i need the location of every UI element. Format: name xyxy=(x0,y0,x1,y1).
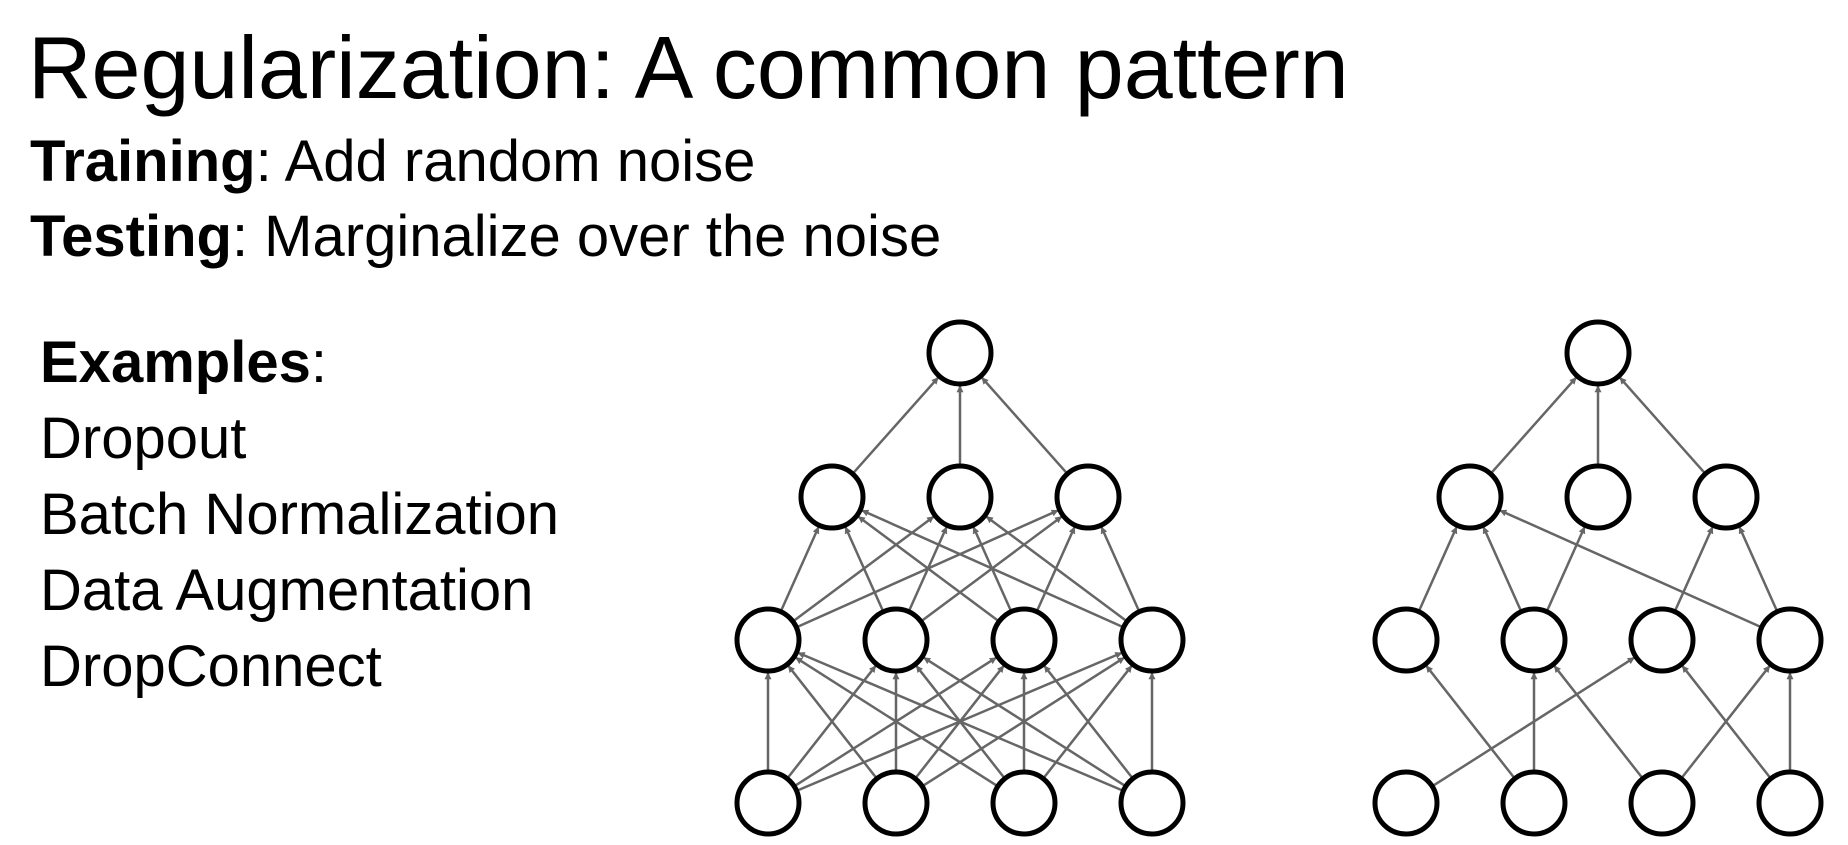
testing-separator: : xyxy=(231,204,249,269)
connection-arrow xyxy=(1673,526,1714,613)
connection-arrow xyxy=(985,515,1128,623)
neuron-node xyxy=(1118,606,1186,674)
connection-arrow xyxy=(923,656,1127,788)
examples-heading-label: Examples xyxy=(40,330,311,395)
connection-arrow xyxy=(844,526,885,613)
neuron-node xyxy=(734,769,802,837)
connection-arrow xyxy=(787,665,878,780)
training-separator: : xyxy=(255,129,272,194)
neuron-node xyxy=(1500,606,1568,674)
neuron-node xyxy=(862,769,930,837)
neuron-node xyxy=(1756,606,1824,674)
neuron-node xyxy=(1756,769,1824,837)
nodes xyxy=(734,319,1186,837)
neuron-node xyxy=(1500,769,1568,837)
connection-arrow xyxy=(1738,526,1779,613)
connection-arrow xyxy=(1489,376,1578,475)
example-item-batch-normalization: Batch Normalization xyxy=(40,482,559,547)
neuron-node xyxy=(734,606,802,674)
neuron-node xyxy=(990,769,1058,837)
neuron-node xyxy=(1118,769,1186,837)
testing-line: Testing: Marginalize over the noise xyxy=(30,205,941,269)
neuron-node xyxy=(1628,769,1696,837)
neuron-node xyxy=(1692,463,1760,531)
examples-list: Examples: Dropout Batch Normalization Da… xyxy=(40,325,559,705)
neuron-node xyxy=(990,606,1058,674)
neuron-node xyxy=(1054,463,1122,531)
neuron-node xyxy=(1372,769,1440,837)
connection-arrow xyxy=(1043,665,1134,780)
neuron-node xyxy=(926,463,994,531)
testing-label: Testing xyxy=(30,204,232,269)
dropconnect-network xyxy=(1372,319,1824,837)
connection-arrow xyxy=(1553,665,1644,780)
examples-heading: Examples: xyxy=(40,325,559,401)
neuron-node xyxy=(1564,463,1632,531)
training-text: Add random noise xyxy=(271,129,756,194)
edges xyxy=(764,376,1156,793)
nodes xyxy=(1372,319,1824,837)
connection-arrow xyxy=(1482,526,1523,613)
connection-arrow xyxy=(797,651,1124,793)
examples-heading-separator: : xyxy=(310,330,327,395)
neuron-node xyxy=(1628,606,1696,674)
slide-title: Regularization: A common pattern xyxy=(28,18,1349,117)
connection-arrow xyxy=(1100,526,1141,613)
training-label: Training xyxy=(30,129,256,194)
connection-arrow xyxy=(857,515,1000,623)
connection-arrow xyxy=(1499,509,1763,629)
testing-text: Marginalize over the noise xyxy=(248,204,942,269)
connection-arrow xyxy=(1618,376,1707,475)
connection-arrow xyxy=(795,656,999,788)
connection-arrow xyxy=(779,526,820,613)
edges xyxy=(1417,376,1794,788)
example-item-dropout: Dropout xyxy=(40,406,247,471)
connection-arrow xyxy=(1681,665,1772,780)
training-line: Training: Add random noise xyxy=(30,130,755,194)
neuron-node xyxy=(862,606,930,674)
connection-arrow xyxy=(980,376,1069,475)
neuron-node xyxy=(1372,606,1440,674)
connection-arrow xyxy=(861,509,1125,629)
connection-arrow xyxy=(1425,665,1516,780)
connection-arrow xyxy=(1545,526,1586,613)
connection-arrow xyxy=(1417,526,1458,613)
example-item-dropconnect: DropConnect xyxy=(40,634,382,699)
neuron-node xyxy=(798,463,866,531)
neuron-node xyxy=(1564,319,1632,387)
fully-connected-network xyxy=(734,319,1186,837)
neuron-node xyxy=(1436,463,1504,531)
connection-arrow xyxy=(851,376,940,475)
neuron-node xyxy=(926,319,994,387)
example-item-data-augmentation: Data Augmentation xyxy=(40,558,534,623)
